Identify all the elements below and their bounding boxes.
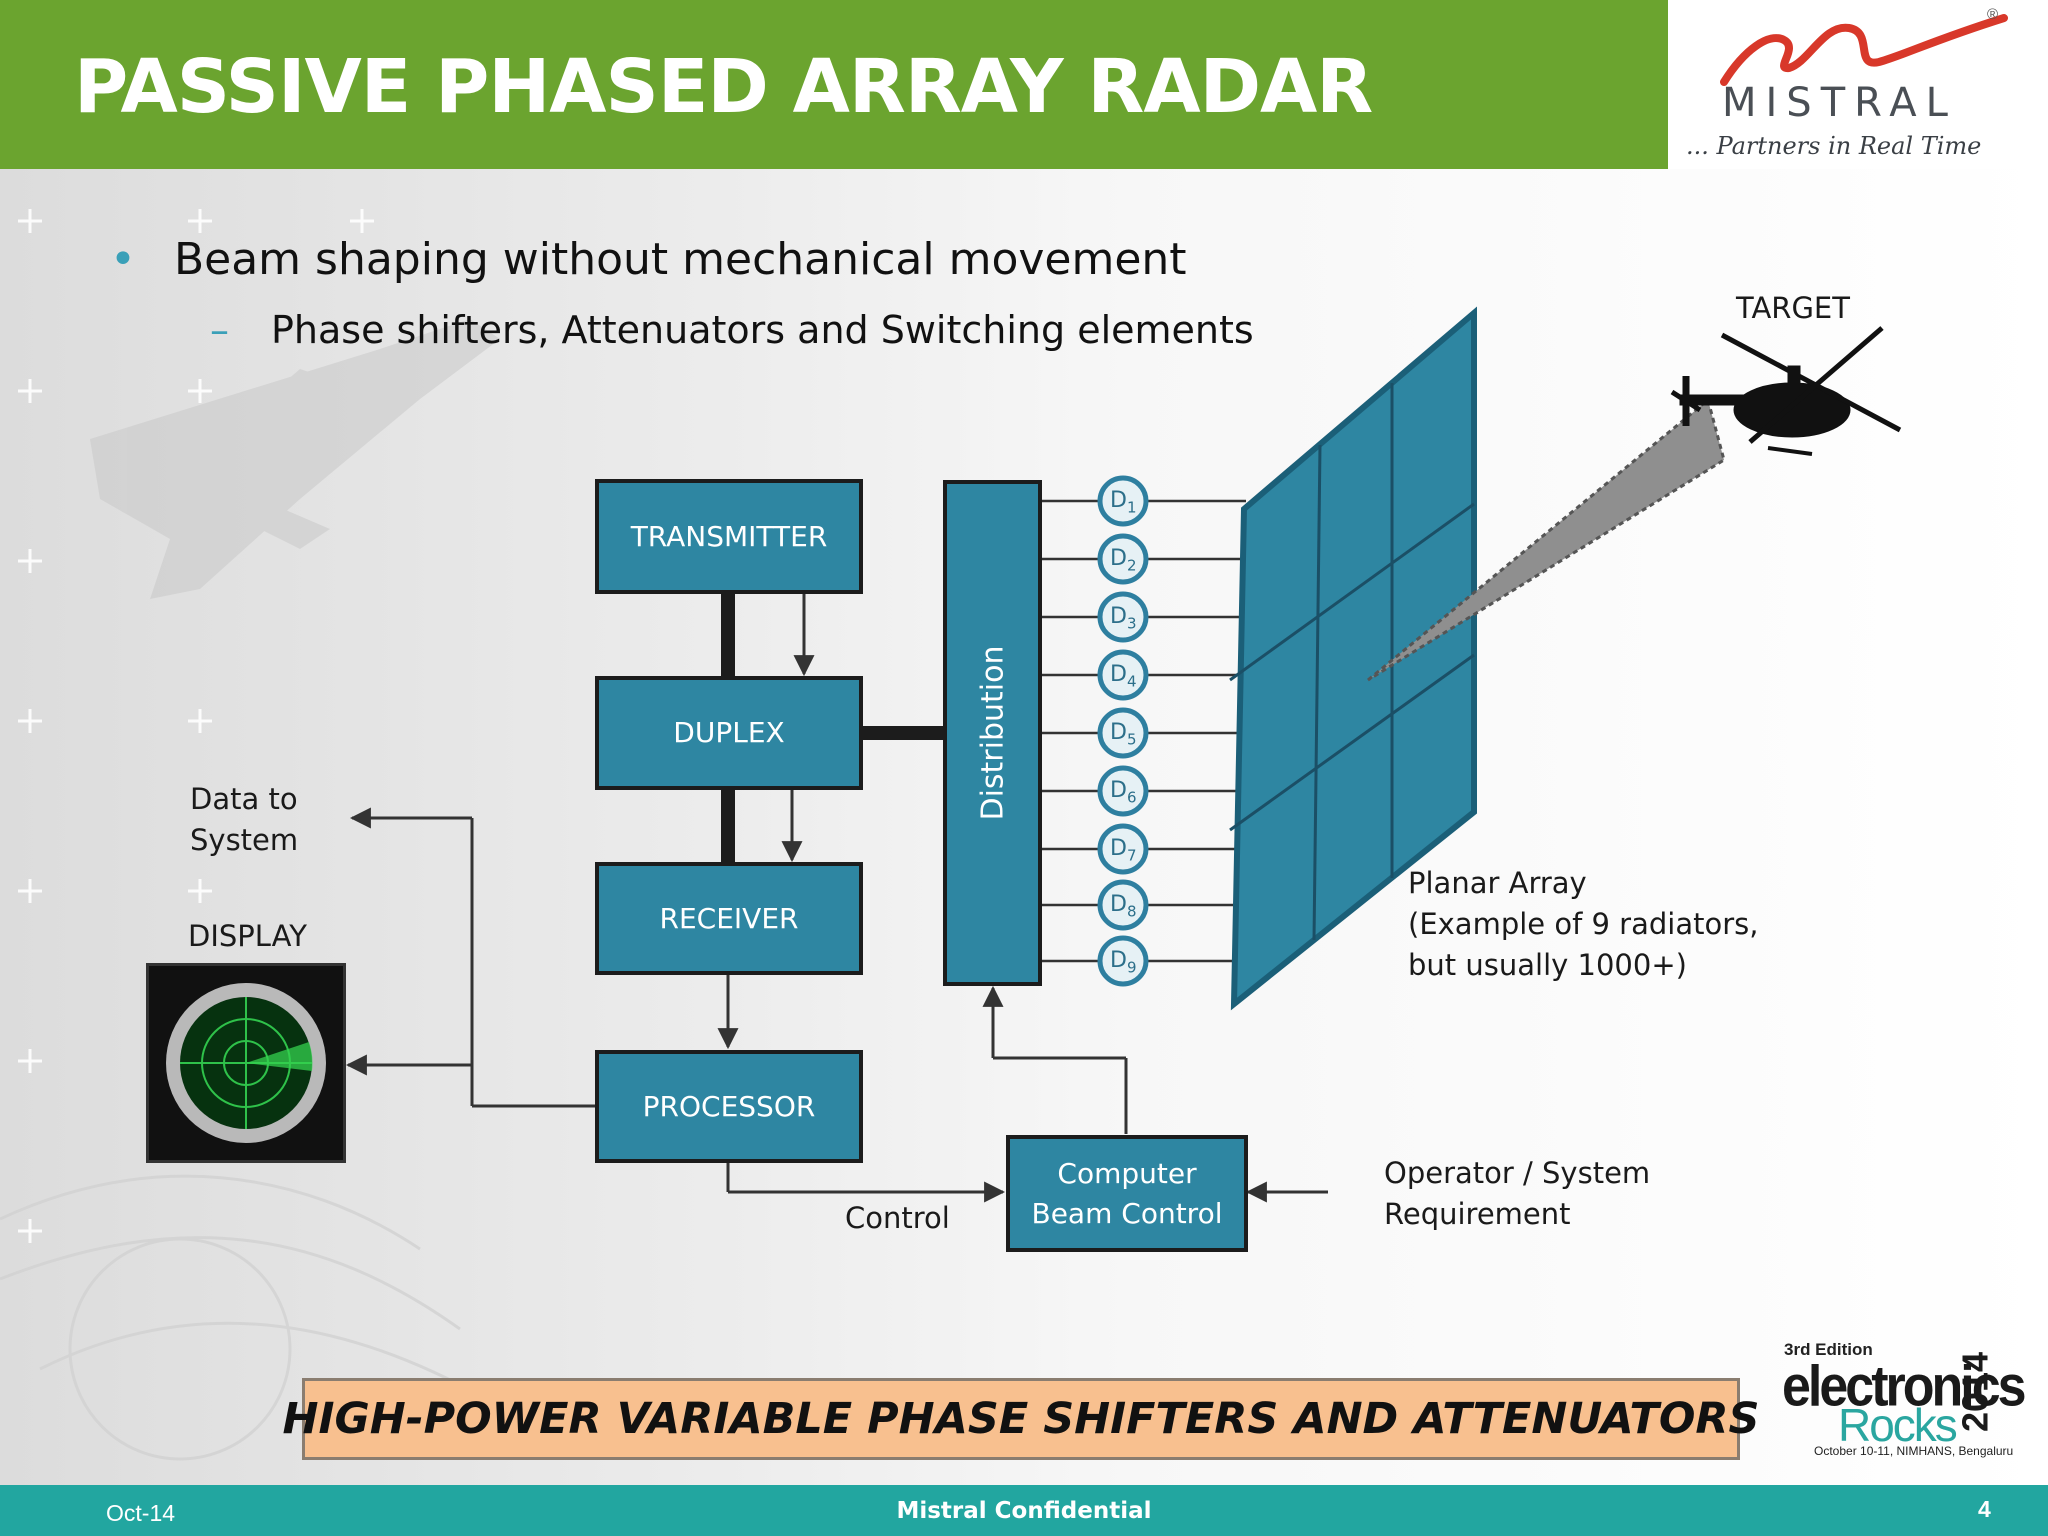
- target-label: TARGET: [1736, 291, 1850, 325]
- page-number: 4: [1978, 1496, 1991, 1522]
- background-watermark: [0, 209, 521, 1461]
- event-details: October 10-11, NIMHANS, Bengaluru: [1814, 1444, 2014, 1458]
- data-to-system-label: Data to System: [190, 782, 299, 857]
- event-word-rocks: Rocks: [1838, 1399, 1958, 1451]
- transmitter-block: TRANSMITTER: [595, 479, 863, 594]
- bullet-level2: –Phase shifters, Attenuators and Switchi…: [210, 308, 1254, 352]
- mistral-swoosh-icon: [1720, 14, 2008, 86]
- event-year: 2014: [1955, 1352, 1996, 1432]
- transmitter-label: TRANSMITTER: [630, 519, 828, 553]
- phase-shifter-1: D1: [1110, 488, 1137, 517]
- phase-shifter-6: D6: [1110, 778, 1137, 807]
- bullet-dot-icon: •: [110, 234, 136, 285]
- event-word-electronics: electronics: [1782, 1355, 2027, 1419]
- phase-shifter-9: D9: [1110, 948, 1137, 977]
- bullet-level2-text: Phase shifters, Attenuators and Switchin…: [271, 308, 1254, 352]
- bottom-banner: HIGH-POWER VARIABLE PHASE SHIFTERS AND A…: [283, 1378, 1760, 1460]
- beam-control-block: Computer Beam Control: [1006, 1135, 1248, 1252]
- duplex-label: DUPLEX: [673, 716, 785, 749]
- processor-block: PROCESSOR: [595, 1050, 863, 1163]
- footer-confidential: Mistral Confidential: [896, 1498, 1152, 1524]
- duplex-block: DUPLEX: [595, 676, 863, 790]
- phase-shifter-7: D7: [1110, 836, 1137, 865]
- bullet-level1: • Beam shaping without mechanical movemen…: [110, 234, 1187, 285]
- registered-mark: ®: [1987, 6, 1999, 23]
- radar-scope-icon: [166, 983, 326, 1143]
- operator-requirement-label: Operator / System Requirement: [1384, 1156, 1651, 1231]
- phase-shifter-4: D4: [1110, 662, 1137, 691]
- bullet-dash-icon: –: [210, 308, 229, 352]
- radar-display: [146, 963, 346, 1163]
- distribution-block: Distribution: [943, 480, 1042, 986]
- planar-array-panel: [1229, 306, 1477, 1011]
- helicopter-target-icon: [1670, 326, 1902, 456]
- receiver-block: RECEIVER: [595, 862, 863, 975]
- planar-array-label: Planar Array (Example of 9 radiators, bu…: [1408, 866, 1759, 982]
- mistral-logo: [1668, 0, 2048, 169]
- control-label: Control: [845, 1201, 950, 1235]
- footer-date: Oct-14: [106, 1500, 176, 1526]
- footer-bar: [0, 1485, 2048, 1536]
- receiver-label: RECEIVER: [659, 901, 799, 935]
- event-edition: 3rd Edition: [1784, 1340, 1873, 1359]
- beam-control-line1: Computer: [1057, 1156, 1197, 1190]
- display-label: DISPLAY: [188, 919, 307, 953]
- phase-shifter-5: D5: [1110, 720, 1137, 749]
- phase-shifter-8: D8: [1110, 892, 1137, 921]
- phase-shifter-2: D2: [1110, 546, 1137, 575]
- distribution-label: Distribution: [975, 645, 1010, 821]
- bullet-level1-text: Beam shaping without mechanical movement: [173, 234, 1187, 285]
- logo-wordmark: MISTRAL: [1722, 80, 1957, 126]
- svg-text:2014: 2014: [1955, 1352, 1996, 1432]
- beam-control-line2: Beam Control: [1031, 1196, 1223, 1230]
- slide-title: PASSIVE PHASED ARRAY RADAR: [74, 44, 1373, 130]
- logo-tagline: ... Partners in Real Time: [1686, 132, 1982, 160]
- processor-label: PROCESSOR: [642, 1089, 816, 1123]
- phase-shifter-3: D3: [1110, 604, 1137, 633]
